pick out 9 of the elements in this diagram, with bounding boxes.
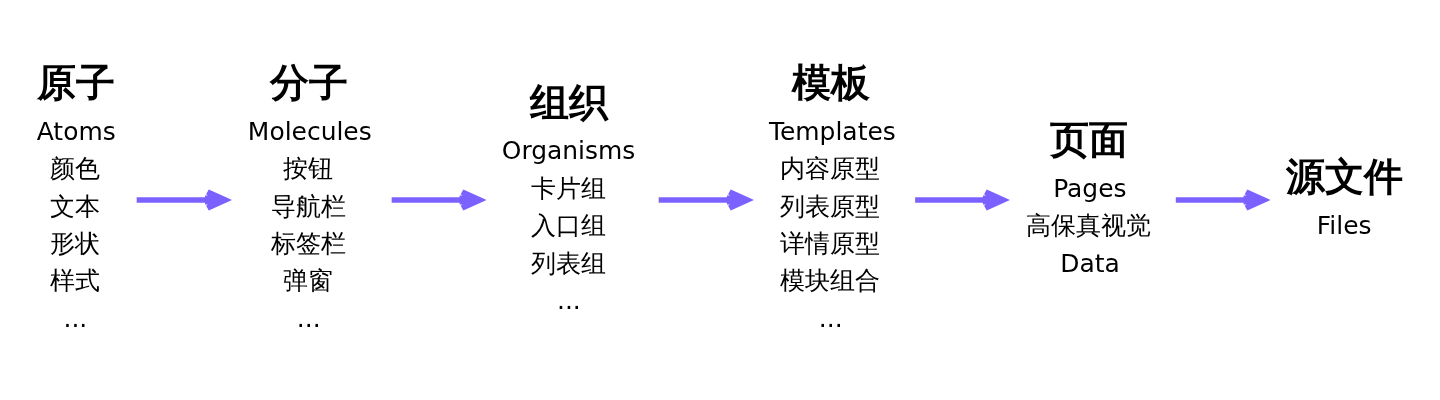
arrow [915, 189, 1007, 211]
node-text: 原子 Atoms 颜色 文本 形状 样式 ... [36, 59, 116, 333]
node-text: 源文件 Files [1285, 154, 1403, 241]
arrow [658, 189, 751, 211]
node-text: 分子 Molecules 按钮 导航栏 标签栏 弹窗 ... [247, 59, 372, 333]
arrow [136, 189, 229, 211]
node-text: 模板 Templates 内容原型 列表原型 详情原型 模块组合 ... [768, 59, 896, 333]
node-text: 页面 Pages 高保真视觉 Data [1025, 116, 1151, 278]
node-text: 组织 Organisms 卡片组 入口组 列表组 ... [501, 79, 636, 316]
